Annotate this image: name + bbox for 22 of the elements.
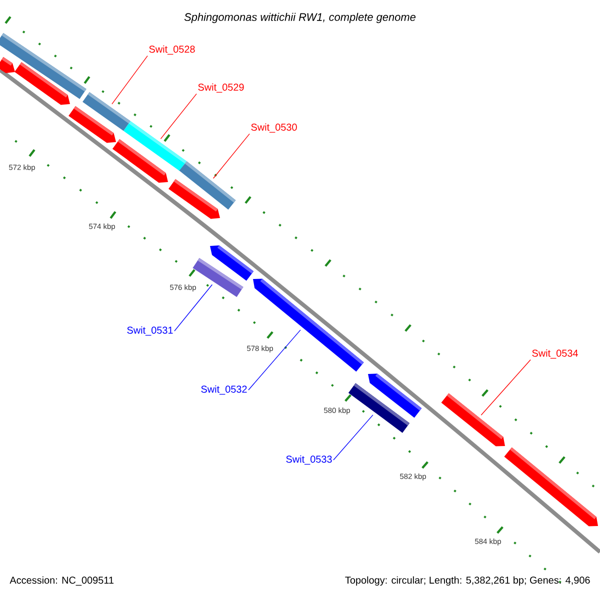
genome-summary: Topology: circular; Length: 5,382,261 bp; Genes: 4,906 — [345, 576, 590, 586]
gene-block — [179, 161, 236, 210]
leader-line — [112, 55, 148, 104]
leader-line — [248, 330, 301, 390]
gene-label: Swit_0532 — [201, 385, 247, 395]
gene-label: Swit_0530 — [251, 123, 297, 133]
gene-block — [124, 121, 186, 171]
leader-line — [333, 414, 374, 460]
gene-label: Swit_0528 — [149, 45, 195, 55]
title: Sphingomonas wittichii RW1, complete genome — [184, 12, 416, 24]
gene-label: Swit_0534 — [532, 349, 578, 359]
gene-block — [348, 383, 410, 433]
gene-label: Swit_0531 — [127, 326, 173, 336]
gene-label: Swit_0529 — [198, 83, 244, 93]
gene-label: Swit_0533 — [286, 455, 332, 465]
leader-line — [480, 359, 531, 416]
leader-line — [160, 93, 197, 140]
leader-line — [174, 284, 213, 332]
gene-block — [82, 92, 130, 131]
gene-block — [441, 393, 505, 446]
accession-text: Accession: NC_009511 — [10, 576, 114, 586]
leader-line — [212, 133, 250, 179]
